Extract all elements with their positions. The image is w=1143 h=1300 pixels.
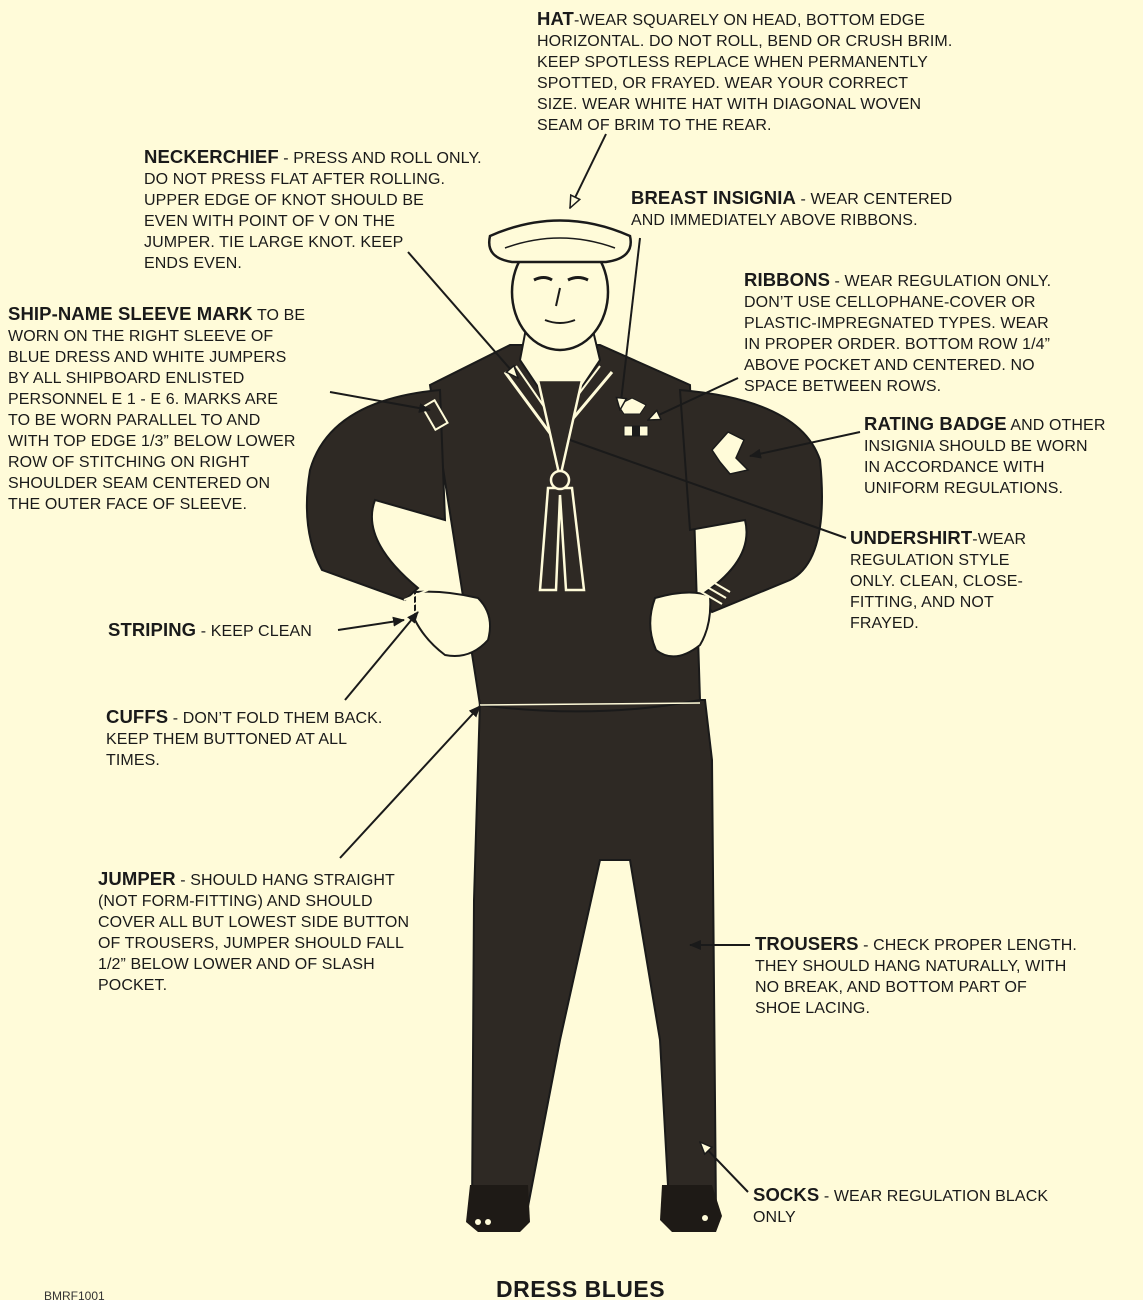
jumper-callout-text: SHOULD HANG STRAIGHT (NOT FORM-FITTING) … bbox=[98, 872, 409, 994]
breast-insignia-callout-separator: - bbox=[796, 191, 811, 208]
rating-badge-callout: RATING BADGE AND OTHER INSIGNIA SHOULD B… bbox=[864, 413, 1106, 499]
cuffs-callout-separator: - bbox=[168, 710, 183, 727]
hat-callout: HAT-WEAR SQUARELY ON HEAD, BOTTOM EDGE H… bbox=[537, 8, 952, 136]
ship-name-callout-text: TO BE WORN ON THE RIGHT SLEEVE OF BLUE D… bbox=[8, 307, 305, 513]
ribbons-callout-text: WEAR REGULATION ONLY. DON’T USE CELLOPHA… bbox=[744, 273, 1051, 395]
undershirt-callout-title: UNDERSHIRT bbox=[850, 527, 972, 548]
cuffs-callout-title: CUFFS bbox=[106, 706, 168, 727]
ribbons-callout-separator: - bbox=[830, 273, 845, 290]
neckerchief-callout-text: PRESS AND ROLL ONLY. DO NOT PRESS FLAT A… bbox=[144, 150, 482, 272]
left-arm bbox=[680, 390, 822, 612]
socks-callout-separator: - bbox=[819, 1188, 834, 1205]
trousers-shape bbox=[472, 700, 716, 1222]
breast-insignia-callout-title: BREAST INSIGNIA bbox=[631, 187, 796, 208]
right-hand bbox=[415, 592, 490, 656]
striping-callout-separator: - bbox=[196, 623, 211, 640]
hat-callout-title: HAT bbox=[537, 8, 574, 29]
ship-name-sleeve-mark-callout: SHIP-NAME SLEEVE MARK TO BE WORN ON THE … bbox=[8, 303, 305, 515]
cuffs-callout: CUFFS - DON’T FOLD THEM BACK. KEEP THEM … bbox=[106, 706, 382, 771]
neckerchief-callout: NECKERCHIEF - PRESS AND ROLL ONLY. DO NO… bbox=[144, 146, 482, 274]
trousers-callout-title: TROUSERS bbox=[755, 933, 859, 954]
trousers-callout-separator: - bbox=[859, 937, 874, 954]
trousers-callout: TROUSERS - CHECK PROPER LENGTH. THEY SHO… bbox=[755, 933, 1077, 1019]
left-hand bbox=[650, 592, 710, 656]
striping-callout: STRIPING - KEEP CLEAN bbox=[108, 619, 312, 642]
neckerchief-callout-title: NECKERCHIEF bbox=[144, 146, 279, 167]
undershirt-callout: UNDERSHIRT-WEAR REGULATION STYLE ONLY. C… bbox=[850, 527, 1026, 634]
breast-insignia-callout: BREAST INSIGNIA - WEAR CENTERED AND IMME… bbox=[631, 187, 952, 231]
jumper-callout: JUMPER - SHOULD HANG STRAIGHT (NOT FORM-… bbox=[98, 868, 409, 996]
socks-callout: SOCKS - WEAR REGULATION BLACK ONLY bbox=[753, 1184, 1048, 1228]
jumper-callout-title: JUMPER bbox=[98, 868, 176, 889]
ribbons-callout: RIBBONS - WEAR REGULATION ONLY. DON’T US… bbox=[744, 269, 1051, 397]
figure-code: BMRF1001 bbox=[44, 1289, 105, 1300]
striping-callout-title: STRIPING bbox=[108, 619, 196, 640]
left-shoe bbox=[466, 1185, 530, 1232]
hat-callout-text: WEAR SQUARELY ON HEAD, BOTTOM EDGE HORIZ… bbox=[537, 12, 952, 134]
white-hat bbox=[489, 221, 631, 263]
ship-name-callout-title: SHIP-NAME SLEEVE MARK bbox=[8, 303, 253, 324]
right-shoe bbox=[660, 1185, 722, 1232]
right-arm bbox=[307, 390, 445, 600]
ribbons-callout-title: RIBBONS bbox=[744, 269, 830, 290]
socks-callout-title: SOCKS bbox=[753, 1184, 819, 1205]
jumper-callout-separator: - bbox=[176, 872, 191, 889]
rating-badge-callout-title: RATING BADGE bbox=[864, 413, 1007, 434]
diagram-title: DRESS BLUES bbox=[496, 1276, 665, 1300]
neckerchief-callout-separator: - bbox=[279, 150, 294, 167]
striping-callout-text: KEEP CLEAN bbox=[211, 623, 312, 640]
